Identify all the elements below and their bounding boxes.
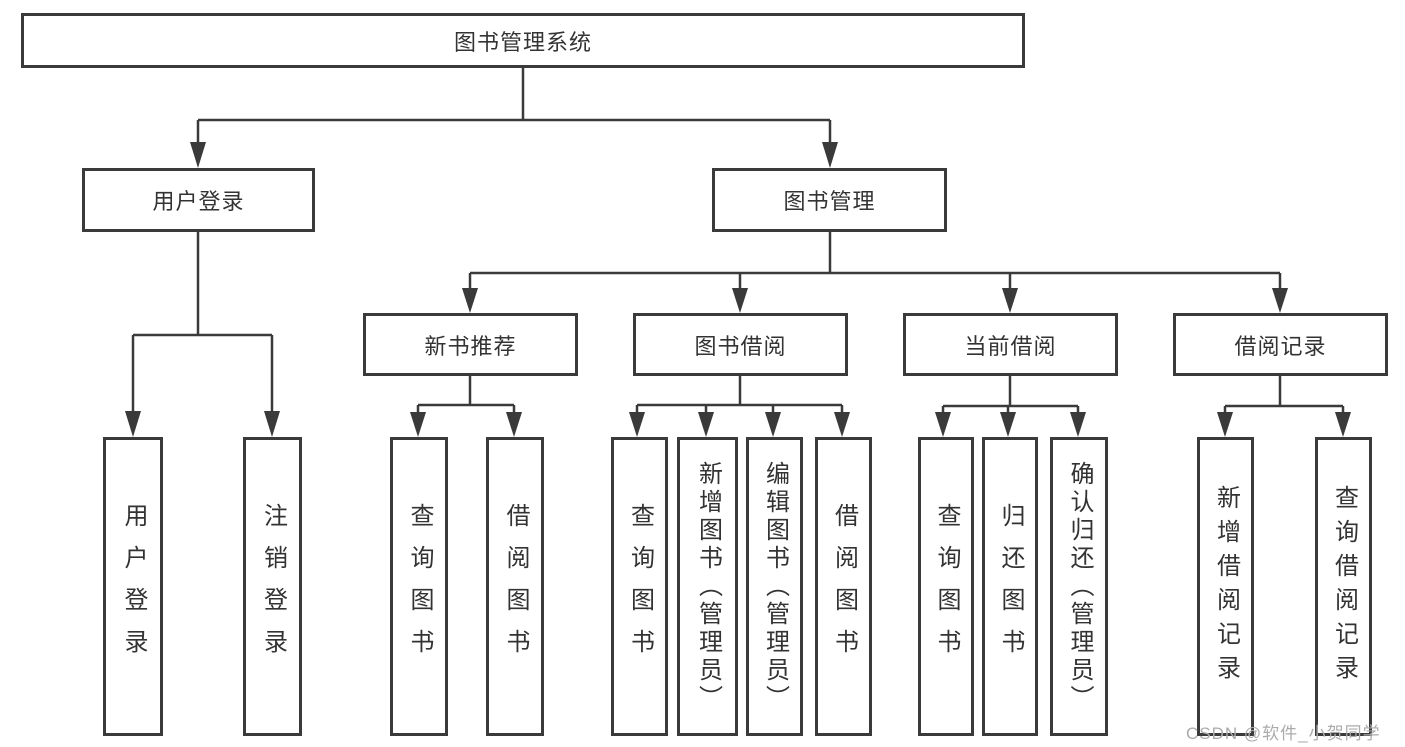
leaf-label: 借阅图书 — [830, 502, 858, 671]
node-borrow-records: 借阅记录 — [1173, 313, 1388, 376]
leaf-borrow-books-1: 借阅图书 — [486, 437, 544, 736]
node-current-borrow: 当前借阅 — [903, 313, 1118, 376]
leaf-label: 查询借阅记录 — [1330, 484, 1358, 689]
node-book-borrow: 图书借阅 — [633, 313, 848, 376]
leaf-query-books-1: 查询图书 — [390, 437, 448, 736]
csdn-watermark: CSDN @软件_小贺同学 — [1186, 724, 1381, 743]
arrowheads — [125, 142, 1351, 437]
leaf-label: 归还图书 — [997, 502, 1024, 671]
node-book-management: 图书管理 — [712, 168, 947, 232]
leaf-borrow-books-2: 借阅图书 — [815, 437, 872, 736]
leaf-logout: 注销登录 — [243, 437, 302, 736]
leaf-label: 用户登录 — [120, 502, 147, 671]
leaf-label: 确认归还（管理员） — [1066, 460, 1093, 713]
leaf-confirm-return-admin: 确认归还（管理员） — [1050, 437, 1108, 736]
node-system-root: 图书管理系统 — [21, 13, 1025, 68]
node-user-login: 用户登录 — [82, 168, 315, 232]
leaf-query-books-3: 查询图书 — [918, 437, 974, 736]
node-new-book-recommend: 新书推荐 — [363, 313, 578, 376]
leaf-label: 查询图书 — [933, 502, 960, 671]
node-label: 图书管理 — [783, 189, 876, 214]
node-label: 图书管理系统 — [453, 29, 592, 55]
leaf-label: 新增借阅记录 — [1212, 484, 1240, 689]
leaf-label: 注销登录 — [259, 502, 287, 671]
leaf-query-borrow-record: 查询借阅记录 — [1315, 437, 1372, 736]
leaf-query-books-2: 查询图书 — [611, 437, 668, 736]
node-label: 新书推荐 — [424, 333, 517, 359]
leaf-add-book-admin: 新增图书（管理员） — [677, 437, 738, 736]
leaf-edit-book-admin: 编辑图书（管理员） — [746, 437, 803, 736]
leaf-label: 查询图书 — [406, 502, 433, 671]
leaf-add-borrow-record: 新增借阅记录 — [1197, 437, 1254, 736]
node-label: 用户登录 — [152, 189, 245, 214]
leaf-label: 新增图书（管理员） — [694, 460, 722, 713]
leaf-label: 查询图书 — [626, 502, 654, 671]
leaf-label: 编辑图书（管理员） — [761, 460, 789, 713]
node-label: 当前借阅 — [964, 333, 1057, 359]
node-label: 图书借阅 — [694, 333, 787, 359]
leaf-label: 借阅图书 — [502, 502, 529, 671]
leaf-return-books: 归还图书 — [982, 437, 1038, 736]
node-label: 借阅记录 — [1234, 333, 1327, 359]
leaf-user-login: 用户登录 — [103, 437, 163, 736]
